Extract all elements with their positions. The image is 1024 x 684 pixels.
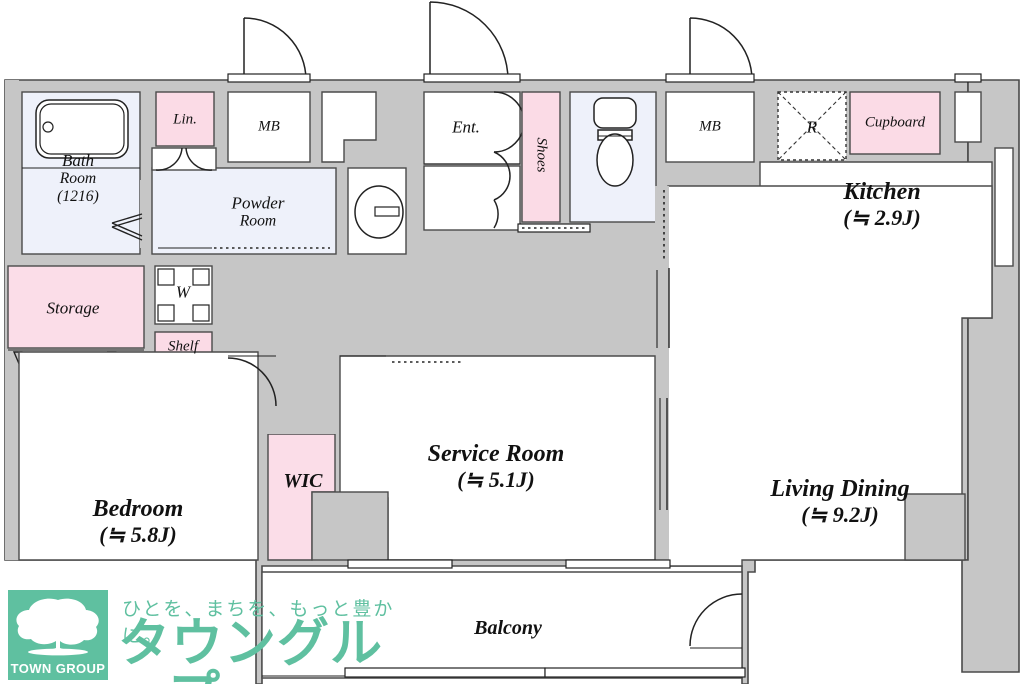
- room-living-dining: [655, 185, 993, 567]
- room-bath: [21, 91, 152, 255]
- pipe-shaft-left: [321, 91, 377, 163]
- logo-tagline: ひとを、まちを、もっと豊かに。: [122, 598, 395, 647]
- room-linen: [155, 91, 215, 147]
- logo-badge-text: TOWN GROUP: [10, 661, 106, 676]
- room-entrance: [423, 91, 591, 233]
- room-powder: [151, 147, 337, 255]
- room-toilet: [569, 91, 657, 223]
- room-bedroom: [18, 351, 277, 561]
- room-cupboard: [849, 91, 941, 155]
- room-washer: [154, 265, 213, 325]
- top-windows: [227, 73, 982, 83]
- windows: [344, 559, 746, 678]
- town-group-logo: TOWN GROUP ひとを、まちを、もっと豊かに。 タウングループ: [0, 588, 420, 684]
- room-service: [311, 355, 656, 561]
- room-mb-left: [227, 91, 311, 163]
- wall-recesses-right: [954, 91, 1014, 267]
- room-mb-right: [665, 91, 755, 163]
- tree-icon: [16, 598, 99, 656]
- room-storage: [7, 265, 145, 381]
- exterior-door-swings: [243, 1, 753, 81]
- logo-badge: TOWN GROUP: [8, 590, 108, 680]
- lavatory-basin: [347, 167, 407, 255]
- refrigerator-space: [777, 91, 847, 161]
- logo-brand: タウングループ: [118, 614, 384, 684]
- room-shoes: [521, 91, 561, 223]
